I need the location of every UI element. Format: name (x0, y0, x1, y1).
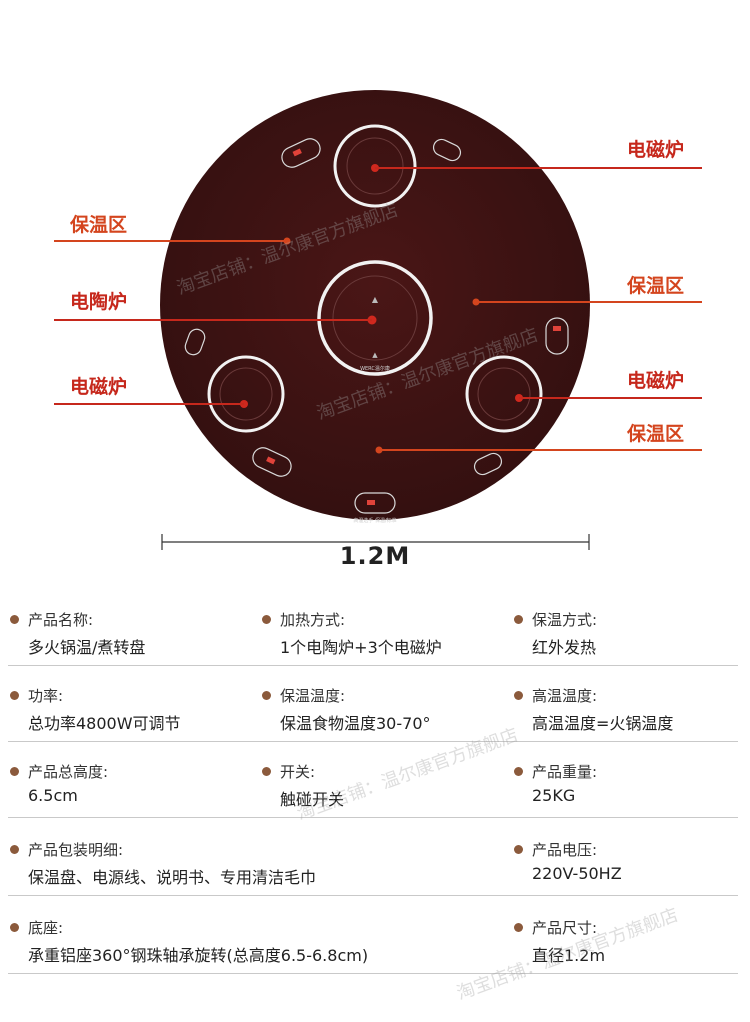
bullet-dot-icon (10, 922, 19, 932)
diameter-label: 1.2M (339, 542, 411, 570)
spec-label: 产品重量: (532, 762, 598, 781)
control-panel-icons (184, 138, 569, 514)
spec-item: 产品名称: 多火锅温/煮转盘 (10, 608, 145, 658)
spec-label: 保温温度: (280, 686, 346, 705)
spec-item: 高温温度: 高温温度=火锅温度 (514, 684, 673, 734)
bullet-dot-icon (514, 922, 523, 932)
spec-item: 保温温度: 保温食物温度30-70° (262, 684, 431, 734)
svg-text:▲: ▲ (372, 351, 378, 359)
spec-value: 保温盘、电源线、说明书、专用清洁毛巾 (28, 868, 317, 887)
board-switch-text: 高温选手 保温/标准 (353, 517, 396, 524)
bullet-dot-icon (514, 766, 523, 776)
spec-label: 产品包装明细: (28, 840, 124, 859)
spec-label: 产品尺寸: (532, 918, 598, 937)
spec-value: 红外发热 (532, 638, 597, 657)
spec-row: 产品名称: 多火锅温/煮转盘 加热方式: 1个电陶炉+3个电磁炉 保温方式: 红外发热 (0, 590, 750, 666)
spec-label: 高温温度: (532, 686, 598, 705)
spec-item: 产品总高度: 6.5cm (10, 760, 108, 810)
spec-value: 多火锅温/煮转盘 (28, 638, 146, 657)
row-divider (8, 665, 738, 666)
bullet-dot-icon (514, 844, 523, 854)
bullet-dot-icon (514, 614, 523, 624)
ceramic-burner-center: ▲ ▲ (317, 260, 433, 376)
bullet-dot-icon (10, 614, 19, 624)
callout-induction-right: 电磁炉 (627, 370, 685, 392)
spec-label: 保温方式: (532, 610, 598, 629)
callout-ceramic-left: 电陶炉 (70, 291, 128, 313)
spec-value: 高温温度=火锅温度 (532, 714, 674, 733)
spec-label: 加热方式: (280, 610, 346, 629)
spec-label: 产品总高度: (28, 762, 109, 781)
spec-label: 产品电压: (532, 840, 598, 859)
spec-item: 保温方式: 红外发热 (514, 608, 597, 658)
spec-label: 功率: (28, 686, 64, 705)
spec-item: 产品重量: 25KG (514, 760, 597, 810)
spec-item: 开关: 触碰开关 (262, 760, 344, 810)
svg-text:▲: ▲ (372, 295, 379, 304)
callout-induction-left: 电磁炉 (70, 376, 128, 398)
spec-item: 功率: 总功率4800W可调节 (10, 684, 181, 734)
row-divider (8, 973, 738, 974)
spec-item: 产品尺寸: 直径1.2m (514, 916, 605, 966)
spec-label: 开关: (280, 762, 316, 781)
bullet-dot-icon (262, 690, 271, 700)
induction-burner-top (333, 124, 417, 208)
spec-row: 产品总高度: 6.5cm 开关: 触碰开关 产品重量: 25KG (0, 742, 750, 818)
board-brand-text: WERC温尔康 (360, 365, 390, 372)
spec-item: 产品电压: 220V-50HZ (514, 838, 622, 888)
spec-row: 功率:总功率4800W可调节 保温温度:保温食物温度30-70° 高温温度:高温… (0, 666, 750, 742)
spec-label: 底座: (28, 918, 64, 937)
callout-warm-zone-right: 保温区 (627, 275, 685, 297)
spec-item: 底座: 承重铝座360°钢珠轴承旋转(总高度6.5-6.8cm) (10, 916, 368, 966)
spec-value: 直径1.2m (532, 946, 606, 965)
row-divider (8, 741, 738, 742)
turntable-board (160, 90, 590, 520)
spec-value: 220V-50HZ (532, 864, 622, 883)
product-diagram: ▲ ▲ WERC温尔康 高温选手 保温/标准 (54, 90, 702, 550)
bullet-dot-icon (10, 690, 19, 700)
diameter-dimension-line (161, 534, 590, 550)
spec-row: 产品包装明细: 保温盘、电源线、说明书、专用清洁毛巾 产品电压: 220V-50HZ (0, 820, 750, 896)
bullet-dot-icon (262, 614, 271, 624)
spec-value: 承重铝座360°钢珠轴承旋转(总高度6.5-6.8cm) (28, 946, 369, 965)
spec-value: 6.5cm (28, 786, 78, 805)
bullet-dot-icon (10, 844, 19, 854)
callout-induction-top: 电磁炉 (627, 139, 685, 161)
induction-burner-left (207, 355, 285, 433)
row-divider (8, 895, 738, 896)
row-divider (8, 817, 738, 818)
callout-warm-zone-bottom: 保温区 (627, 423, 685, 445)
bullet-dot-icon (10, 766, 19, 776)
bullet-dot-icon (514, 690, 523, 700)
bullet-dot-icon (262, 766, 271, 776)
spec-value: 25KG (532, 786, 576, 805)
spec-value: 触碰开关 (280, 790, 345, 809)
spec-label: 产品名称: (28, 610, 94, 629)
spec-value: 1个电陶炉+3个电磁炉 (280, 638, 442, 657)
spec-value: 总功率4800W可调节 (28, 714, 181, 733)
spec-item: 产品包装明细: 保温盘、电源线、说明书、专用清洁毛巾 (10, 838, 316, 888)
induction-burner-right (465, 355, 543, 433)
callout-warm-zone-left: 保温区 (70, 214, 128, 236)
callout-lines (54, 167, 702, 451)
pointer-dots (240, 164, 523, 408)
display-indicators (266, 148, 561, 505)
spec-item: 加热方式: 1个电陶炉+3个电磁炉 (262, 608, 442, 658)
spec-value: 保温食物温度30-70° (280, 714, 431, 733)
spec-row: 底座: 承重铝座360°钢珠轴承旋转(总高度6.5-6.8cm) 产品尺寸: 直径1… (0, 898, 750, 974)
